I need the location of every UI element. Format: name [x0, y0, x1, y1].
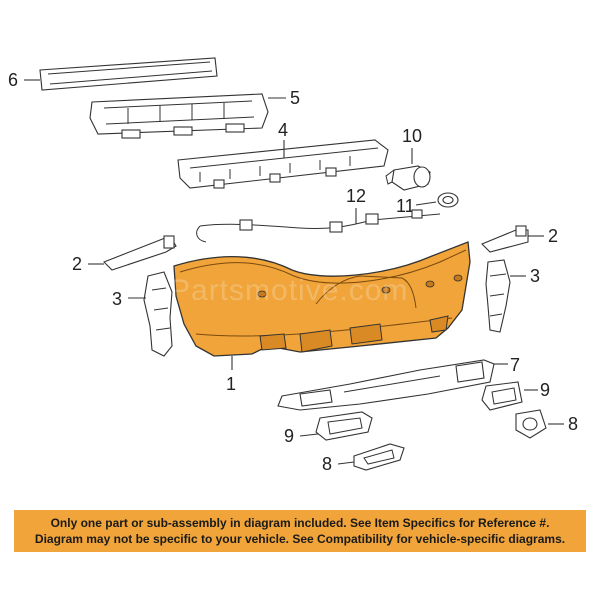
callout-7: 7 [510, 355, 520, 375]
callout-2-right: 2 [548, 226, 558, 246]
callout-5: 5 [290, 88, 300, 108]
part-sensor-grommet[interactable] [437, 192, 459, 208]
part-exhaust-bezel-right[interactable] [481, 381, 523, 411]
part-bumper-cover[interactable]: Partsmotive.com [170, 241, 471, 357]
callout-3-right: 3 [530, 266, 540, 286]
part-exhaust-tip-right[interactable] [515, 409, 547, 439]
callout-9-left: 9 [284, 426, 294, 446]
callout-2-left: 2 [72, 254, 82, 274]
part-bracket-left[interactable] [103, 235, 177, 271]
callout-8-right: 8 [568, 414, 578, 434]
callout-9-right: 9 [540, 380, 550, 400]
disclaimer-banner: Only one part or sub-assembly in diagram… [14, 510, 586, 552]
callout-6: 6 [8, 70, 18, 90]
callout-3-left: 3 [112, 289, 122, 309]
part-energy-absorber[interactable] [89, 93, 269, 139]
part-exhaust-bezel-left[interactable] [315, 411, 373, 441]
part-lower-valance[interactable] [277, 359, 495, 411]
disclaimer-line-2: Diagram may not be specific to your vehi… [34, 532, 566, 546]
part-bracket-right[interactable] [481, 225, 529, 253]
callout-11: 11 [396, 196, 415, 216]
callout-4: 4 [278, 120, 288, 140]
part-side-bracket-left[interactable] [143, 271, 173, 357]
part-support-bracket[interactable] [177, 139, 389, 189]
watermark-text: Partsmotive.com [170, 274, 408, 307]
disclaimer-line-1: Only one part or sub-assembly in diagram… [50, 516, 550, 530]
callout-10: 10 [402, 126, 422, 146]
part-side-bracket-right[interactable] [485, 259, 511, 333]
part-exhaust-tip-left[interactable] [353, 443, 405, 471]
callout-12: 12 [346, 186, 366, 206]
part-reinforcement-bar[interactable] [39, 57, 218, 91]
part-park-sensor[interactable] [385, 165, 431, 191]
parts-diagram: 6 5 4 10 11 [8, 57, 578, 474]
callout-1: 1 [226, 374, 236, 394]
callout-8-left: 8 [322, 454, 332, 474]
